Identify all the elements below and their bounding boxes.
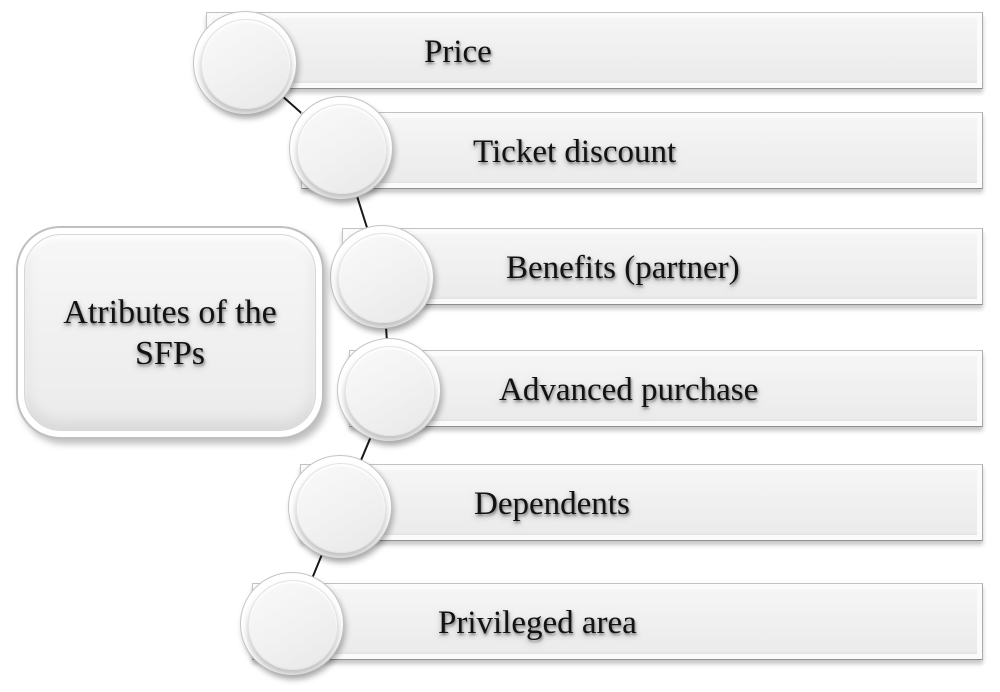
node-circle bbox=[330, 225, 434, 329]
attribute-bar-dependents: Dependents bbox=[300, 464, 983, 541]
attribute-bar-label: Price bbox=[424, 34, 492, 70]
center-box-title: Atributes of the SFPs bbox=[63, 293, 277, 372]
attribute-bar-benefits-partner: Benefits (partner) bbox=[342, 228, 983, 305]
attribute-bar-label: Privileged area bbox=[438, 605, 637, 641]
node-circle bbox=[240, 572, 344, 676]
attribute-bar-ticket-discount: Ticket discount bbox=[301, 112, 983, 189]
node-circle bbox=[337, 338, 441, 442]
center-box: Atributes of the SFPs bbox=[16, 226, 324, 439]
attribute-bar-advanced-purchase: Advanced purchase bbox=[349, 350, 983, 427]
attribute-bar-label: Dependents bbox=[474, 486, 630, 522]
node-circle bbox=[288, 455, 392, 559]
node-circle bbox=[193, 11, 297, 115]
node-circle bbox=[289, 96, 393, 200]
attribute-bar-label: Ticket discount bbox=[473, 134, 677, 170]
attribute-bar-privileged-area: Privileged area bbox=[252, 583, 983, 660]
attribute-bar-label: Benefits (partner) bbox=[506, 250, 740, 286]
attribute-bar-price: Price bbox=[206, 12, 983, 89]
center-box-inner: Atributes of the SFPs bbox=[24, 234, 316, 431]
attribute-bar-label: Advanced purchase bbox=[499, 372, 759, 408]
